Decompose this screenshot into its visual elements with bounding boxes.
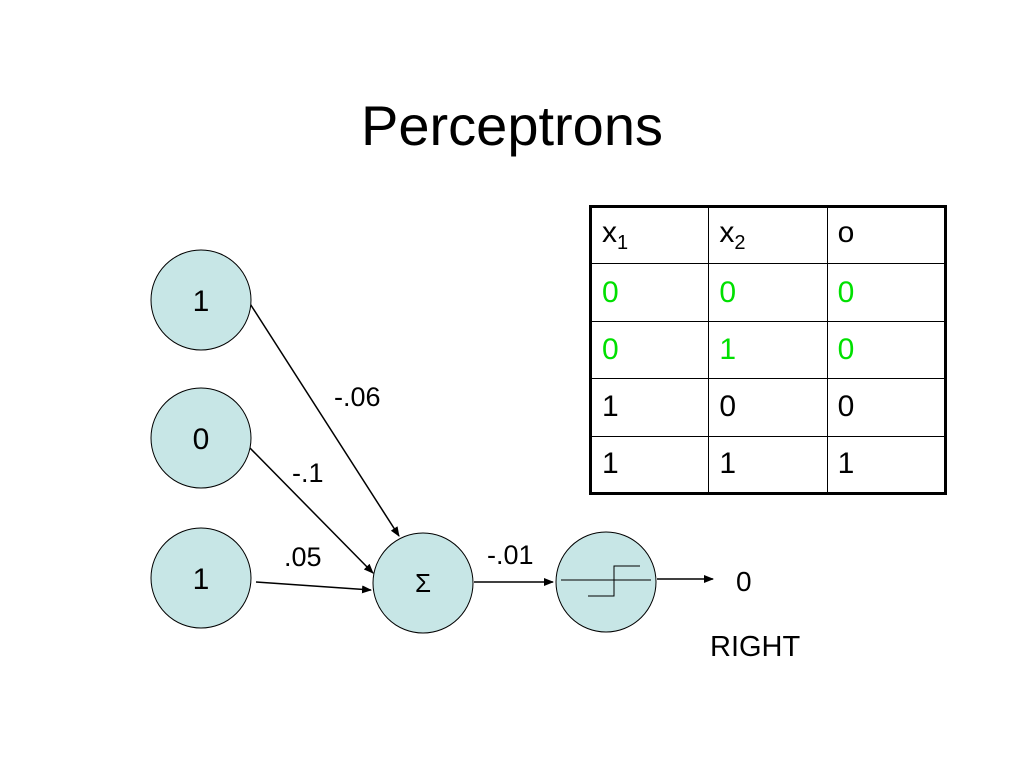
- edge-input3-to-sum: [255, 581, 372, 594]
- input-node-1: 1: [150, 249, 252, 351]
- edge-input1-to-sum: [246, 298, 400, 537]
- table-header-cell: o: [826, 205, 947, 265]
- header-base: x: [719, 216, 735, 250]
- table-cell: 0: [826, 320, 947, 380]
- sum-symbol: Σ: [415, 568, 431, 598]
- header-base: o: [837, 216, 855, 250]
- header-base: x: [602, 216, 617, 250]
- table-cell: 1: [708, 320, 828, 380]
- table-cell: 1: [589, 435, 710, 495]
- input-value-1: 1: [193, 285, 210, 318]
- output-value: 0: [736, 566, 752, 597]
- table-cell: 0: [708, 378, 828, 437]
- input-node-2: 0: [150, 387, 252, 489]
- input-value-2: 0: [193, 423, 210, 456]
- result-label: RIGHT: [710, 631, 801, 663]
- table-cell: 0: [826, 263, 947, 322]
- input-value-3: 1: [193, 563, 210, 596]
- step-function-icon: [561, 565, 651, 597]
- weight-label-2: -.1: [292, 458, 324, 488]
- table-header-cell: x1: [589, 205, 710, 265]
- table-cell: 0: [708, 263, 828, 322]
- table-cell: 1: [826, 435, 947, 495]
- header-subscript: 1: [617, 232, 629, 255]
- bias-weight-label: -.01: [487, 540, 534, 570]
- input-node-3: 1: [150, 527, 252, 629]
- header-subscript: 2: [734, 232, 746, 255]
- table-cell: 0: [589, 263, 710, 322]
- weight-label-1: -.06: [334, 382, 381, 412]
- activation-node: [555, 531, 657, 633]
- weight-label-3: .05: [284, 542, 322, 572]
- table-cell: 1: [589, 378, 710, 437]
- slide-title: Perceptrons: [361, 94, 663, 157]
- sum-node: Σ: [372, 532, 474, 634]
- table-cell: 0: [589, 320, 710, 380]
- edge-input2-to-sum: [246, 444, 374, 574]
- table-cell: 0: [826, 378, 947, 437]
- table-cell: 1: [708, 435, 828, 495]
- table-header-cell: x2: [708, 205, 828, 265]
